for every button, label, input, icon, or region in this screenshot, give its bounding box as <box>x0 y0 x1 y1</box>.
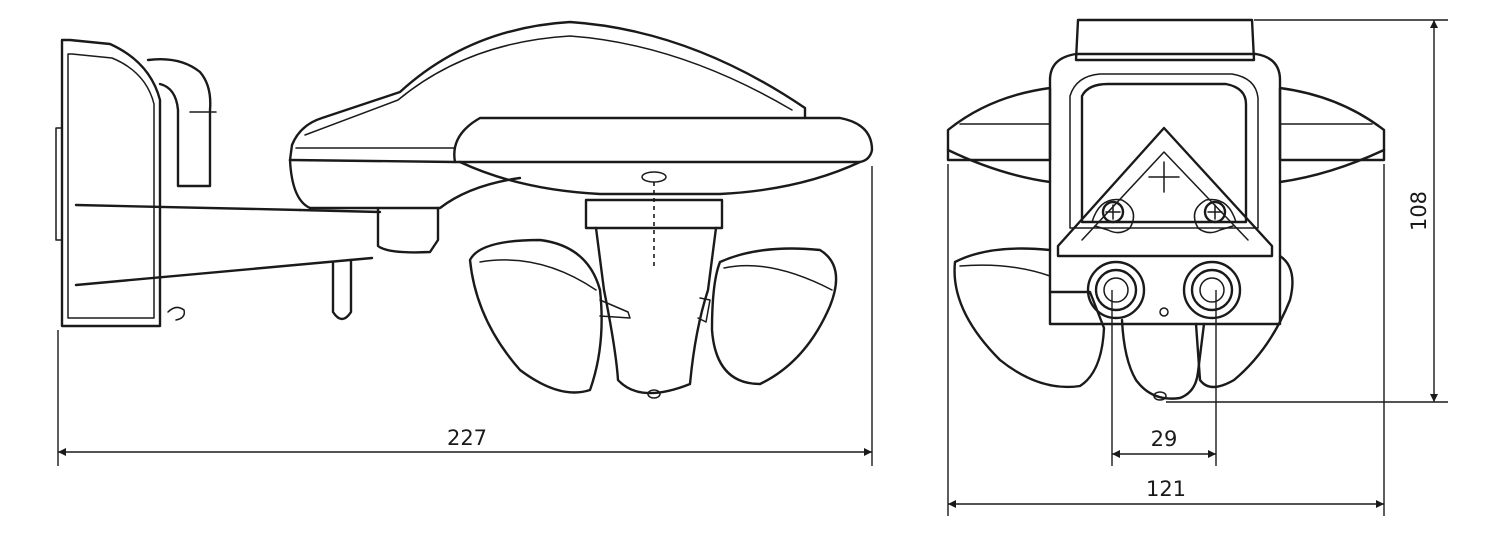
side-width-label: 227 <box>447 426 487 450</box>
height-dimension: 108 <box>1166 19 1448 403</box>
side-spotlights <box>468 182 838 399</box>
mount-arm <box>74 203 382 321</box>
front-view <box>946 18 1386 401</box>
side-width-dimension: 227 <box>57 166 873 466</box>
front-width-label: 121 <box>1146 477 1186 501</box>
front-spotlights <box>953 247 1294 401</box>
sensor-housing <box>288 20 874 254</box>
front-top-cap <box>1074 18 1256 62</box>
front-body <box>1048 52 1282 326</box>
height-label: 108 <box>1407 191 1431 231</box>
cable-glands <box>1086 260 1242 320</box>
spot-spacing-dimension: 29 <box>1111 290 1217 466</box>
front-width-dimension: 121 <box>947 164 1385 516</box>
side-view <box>55 20 874 399</box>
front-lens-disc <box>946 86 1386 184</box>
wall-mount-box <box>55 38 217 328</box>
spot-spacing-label: 29 <box>1151 427 1178 451</box>
